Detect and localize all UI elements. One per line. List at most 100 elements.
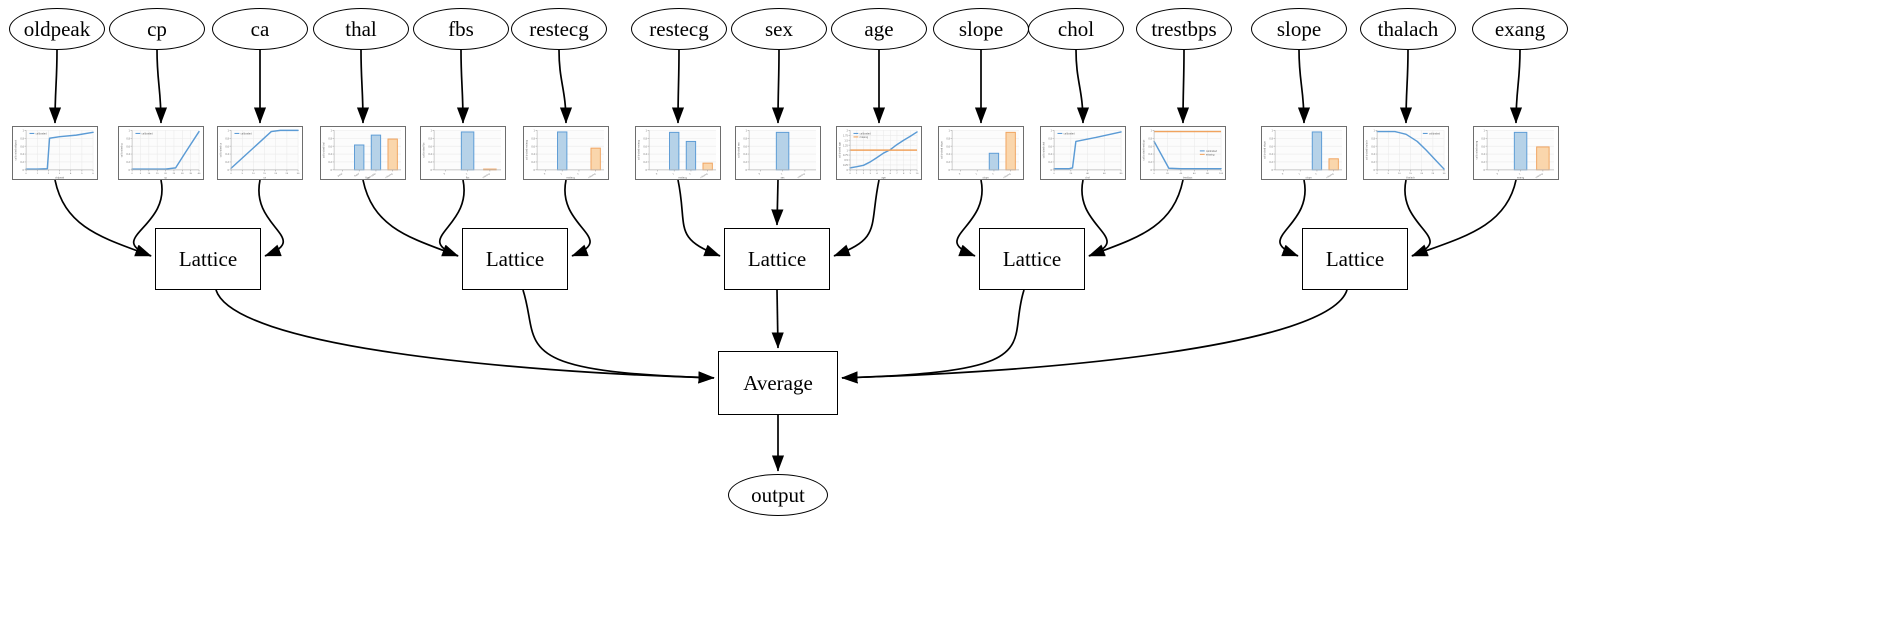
lattice-node-4[interactable]: Lattice — [1302, 228, 1408, 290]
feature-node-label: oldpeak — [23, 16, 91, 41]
svg-text:0.4: 0.4 — [1148, 153, 1152, 156]
svg-text:0.6: 0.6 — [531, 145, 535, 148]
edge — [671, 49, 685, 124]
feature-node-exang-14[interactable]: exang — [1472, 8, 1568, 50]
svg-text:0.4: 0.4 — [20, 153, 24, 156]
svg-text:trestbps: trestbps — [1183, 176, 1193, 179]
svg-text:4: 4 — [70, 173, 72, 175]
svg-text:0.2: 0.2 — [225, 161, 229, 164]
svg-text:1: 1 — [673, 173, 676, 176]
svg-text:5: 5 — [81, 173, 83, 175]
svg-text:0.2: 0.2 — [20, 161, 24, 164]
feature-node-restecg-6[interactable]: restecg — [631, 8, 727, 50]
svg-text:0.8: 0.8 — [126, 137, 130, 140]
edge — [439, 179, 465, 257]
feature-node-trestbps-11[interactable]: trestbps — [1136, 8, 1232, 50]
svg-text:fixed: fixed — [354, 173, 360, 178]
svg-text:0: 0 — [444, 173, 447, 176]
svg-text:0.8: 0.8 — [428, 137, 432, 140]
svg-text:age: age — [881, 176, 886, 179]
svg-text:restecg: restecg — [566, 176, 575, 179]
svg-text:9: 9 — [910, 173, 912, 175]
svg-text:20: 20 — [274, 173, 277, 175]
svg-text:0: 0 — [759, 173, 762, 176]
svg-text:0.4: 0.4 — [643, 153, 647, 156]
svg-text:calibrated slope: calibrated slope — [1264, 141, 1267, 159]
feature-node-thalach-13[interactable]: thalach — [1360, 8, 1456, 50]
feature-node-thal-3[interactable]: thal — [313, 8, 409, 50]
average-node-label: Average — [743, 370, 813, 395]
edge — [1297, 49, 1311, 124]
svg-text:1: 1 — [948, 130, 950, 133]
edge — [362, 179, 459, 257]
edge — [215, 289, 715, 384]
feature-node-oldpeak-0[interactable]: oldpeak — [9, 8, 105, 50]
feature-node-slope-9[interactable]: slope — [933, 8, 1029, 50]
svg-text:areal: areal — [337, 172, 343, 178]
svg-text:missing: missing — [1206, 153, 1215, 156]
svg-text:calibrated restecg: calibrated restecg — [526, 140, 529, 161]
lattice-node-2[interactable]: Lattice — [724, 228, 830, 290]
output-node[interactable]: output — [728, 474, 828, 516]
svg-text:0.8: 0.8 — [643, 137, 647, 140]
feature-node-fbs-4[interactable]: fbs — [413, 8, 509, 50]
feature-node-ca-2[interactable]: ca — [212, 8, 308, 50]
svg-text:2: 2 — [48, 173, 50, 175]
svg-text:0.6: 0.6 — [1148, 145, 1152, 148]
svg-text:80: 80 — [1120, 173, 1123, 175]
svg-text:20: 20 — [1420, 173, 1423, 175]
feature-node-chol-10[interactable]: chol — [1028, 8, 1124, 50]
average-node[interactable]: Average — [718, 351, 838, 415]
svg-text:fbs: fbs — [466, 176, 470, 179]
svg-text:0.8: 0.8 — [1269, 137, 1273, 140]
feature-node-restecg-5[interactable]: restecg — [511, 8, 607, 50]
svg-text:1.5: 1.5 — [844, 139, 848, 142]
svg-text:15: 15 — [156, 173, 159, 175]
lattice-node-1[interactable]: Lattice — [462, 228, 568, 290]
svg-text:0.6: 0.6 — [428, 145, 432, 148]
edge — [1399, 49, 1413, 124]
feature-node-age-8[interactable]: age — [831, 8, 927, 50]
feature-node-sex-7[interactable]: sex — [731, 8, 827, 50]
lattice-node-3[interactable]: Lattice — [979, 228, 1085, 290]
edge — [154, 49, 168, 124]
svg-text:calibrated: calibrated — [142, 132, 154, 135]
feature-node-slope-12[interactable]: slope — [1251, 8, 1347, 50]
feature-node-label: thalach — [1377, 16, 1439, 41]
svg-text:0.75: 0.75 — [843, 154, 849, 157]
svg-text:missing: missing — [588, 173, 596, 179]
svg-text:0.2: 0.2 — [531, 161, 535, 164]
feature-node-cp-1[interactable]: cp — [109, 8, 205, 50]
svg-text:thalach: thalach — [1406, 176, 1415, 179]
svg-text:0: 0 — [330, 169, 332, 172]
edge — [522, 289, 715, 384]
feature-node-label: restecg — [649, 16, 709, 41]
svg-text:0.2: 0.2 — [428, 161, 432, 164]
svg-text:60: 60 — [1103, 173, 1106, 175]
svg-text:10: 10 — [916, 173, 919, 175]
lattice-node-0[interactable]: Lattice — [155, 228, 261, 290]
svg-text:2: 2 — [846, 130, 848, 133]
